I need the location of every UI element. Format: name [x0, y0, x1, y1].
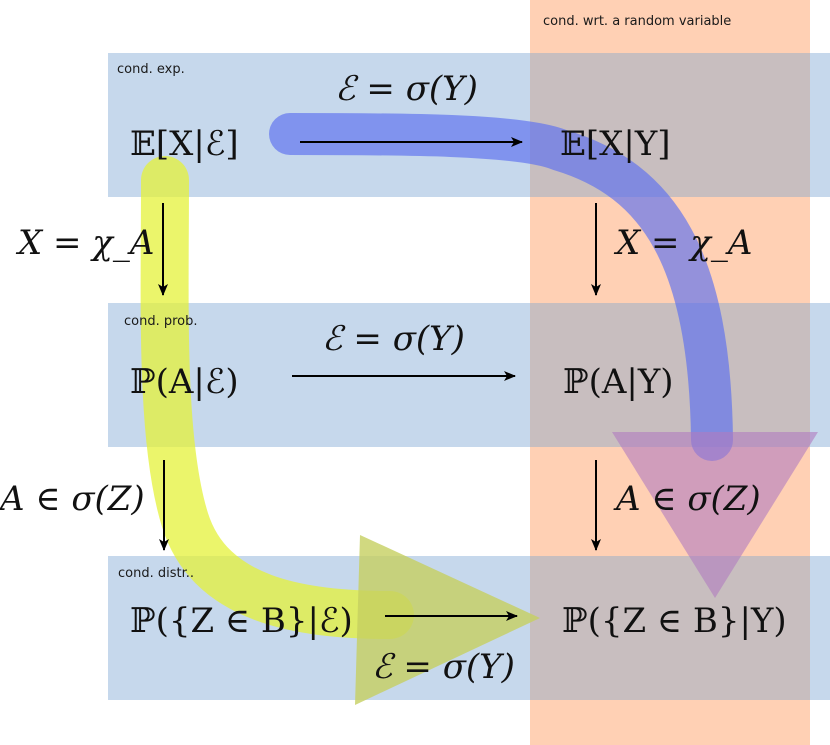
arrow-label-distr: ℰ = σ(Y) — [372, 647, 515, 687]
prob-given-random-variable: ℙ(A|Y) — [563, 362, 674, 402]
exp-given-random-variable: 𝔼[X|Y] — [560, 124, 671, 164]
overlap-distr — [530, 556, 810, 700]
arrow-label-exp: ℰ = σ(Y) — [335, 69, 478, 109]
label-left-bottom: A ∈ σ(Z) — [0, 479, 145, 519]
exp-given-sigma-algebra: 𝔼[X|ℰ] — [130, 124, 239, 164]
label-left-top: X = χ_A — [15, 223, 154, 263]
prob-given-sigma-algebra: ℙ(A|ℰ) — [130, 362, 239, 402]
blue-curve-arrow — [269, 113, 733, 461]
purple-arrowhead — [612, 432, 818, 598]
yellow-arrowhead — [355, 535, 540, 705]
label-right-top: X = χ_A — [613, 223, 752, 263]
column-label: cond. wrt. a random variable — [543, 14, 731, 29]
row-label-distr: cond. distr.. — [118, 566, 194, 581]
overlap-prob — [530, 303, 810, 447]
distr-given-sigma-algebra: ℙ({Z ∈ B}|ℰ) — [130, 601, 353, 641]
arrow-label-prob: ℰ = σ(Y) — [322, 319, 465, 359]
label-right-bottom: A ∈ σ(Z) — [613, 479, 761, 519]
row-label-prob: cond. prob. — [124, 314, 198, 329]
row-label-exp: cond. exp. — [117, 62, 185, 77]
distr-given-random-variable: ℙ({Z ∈ B}|Y) — [562, 601, 787, 641]
